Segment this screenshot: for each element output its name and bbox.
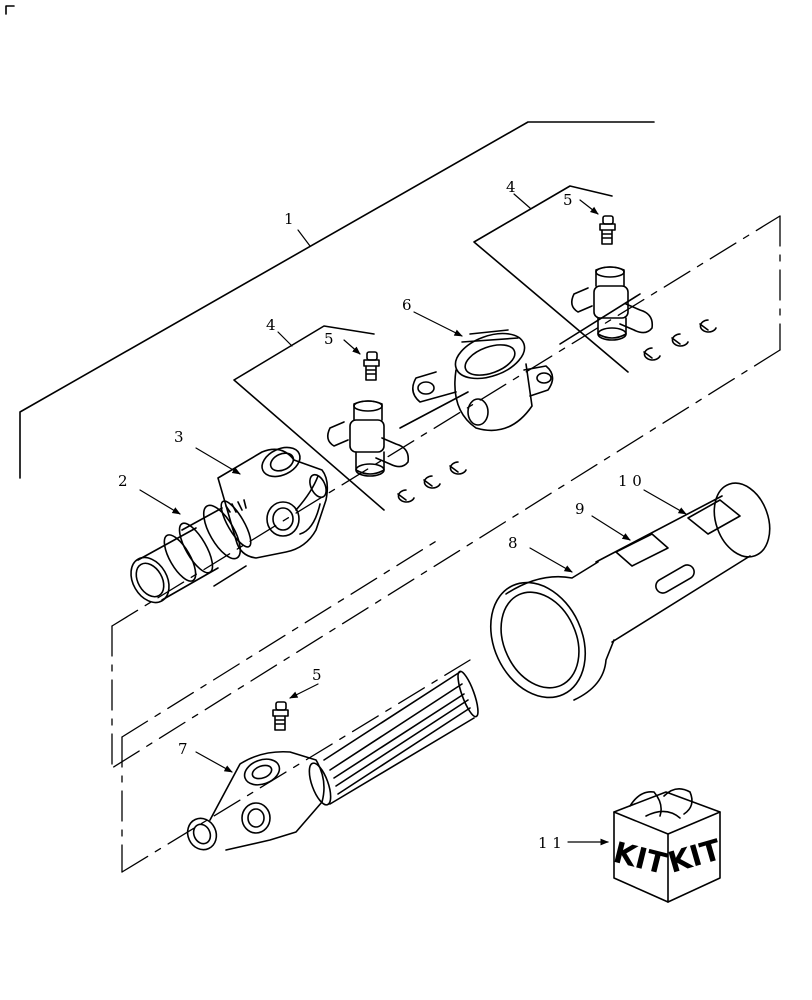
part-7-inner-shaft [186, 670, 479, 851]
callout-10: 1 0 [618, 472, 642, 490]
part-2-coupling [130, 499, 252, 604]
centerline-box-lower [121, 539, 471, 873]
part-10-outer-tube [595, 482, 771, 643]
kit-face-right: KIT [664, 832, 725, 879]
bracket-4-middle [233, 325, 385, 511]
callout-5-upper: 5 [563, 191, 573, 209]
callout-4-upper: 4 [506, 178, 516, 196]
kit-box-icon [613, 788, 721, 903]
part-3-yoke [217, 446, 329, 559]
centerline-box-upper [111, 215, 781, 769]
callout-7: 7 [178, 740, 188, 758]
callout-8: 8 [508, 534, 518, 552]
part-8-guard-cone [489, 561, 615, 701]
callout-9: 9 [575, 500, 585, 518]
grease-nipple-a [363, 351, 380, 381]
callout-5-middle: 5 [324, 330, 334, 348]
callout-5-lower: 5 [312, 666, 322, 684]
snap-rings-upper [643, 319, 717, 361]
callout-2: 2 [118, 472, 128, 490]
grease-nipple-b [599, 215, 616, 245]
corner-mark [5, 5, 15, 15]
cross-spider-upper [570, 266, 654, 341]
callout-11: 1 1 [538, 834, 562, 852]
snap-rings-middle [397, 461, 467, 503]
callout-6: 6 [402, 296, 412, 314]
part-6-flange-yoke [412, 329, 554, 432]
callout-4-middle: 4 [266, 316, 276, 334]
kit-face-left: KIT [610, 835, 670, 881]
assembly-bracket-1 [19, 121, 655, 479]
callout-3: 3 [174, 428, 184, 446]
leader-lines [139, 193, 687, 846]
bracket-4-upper [473, 185, 641, 373]
cross-spider-middle [326, 400, 410, 477]
callout-1: 1 [284, 210, 294, 228]
grease-nipple-c [272, 701, 289, 731]
